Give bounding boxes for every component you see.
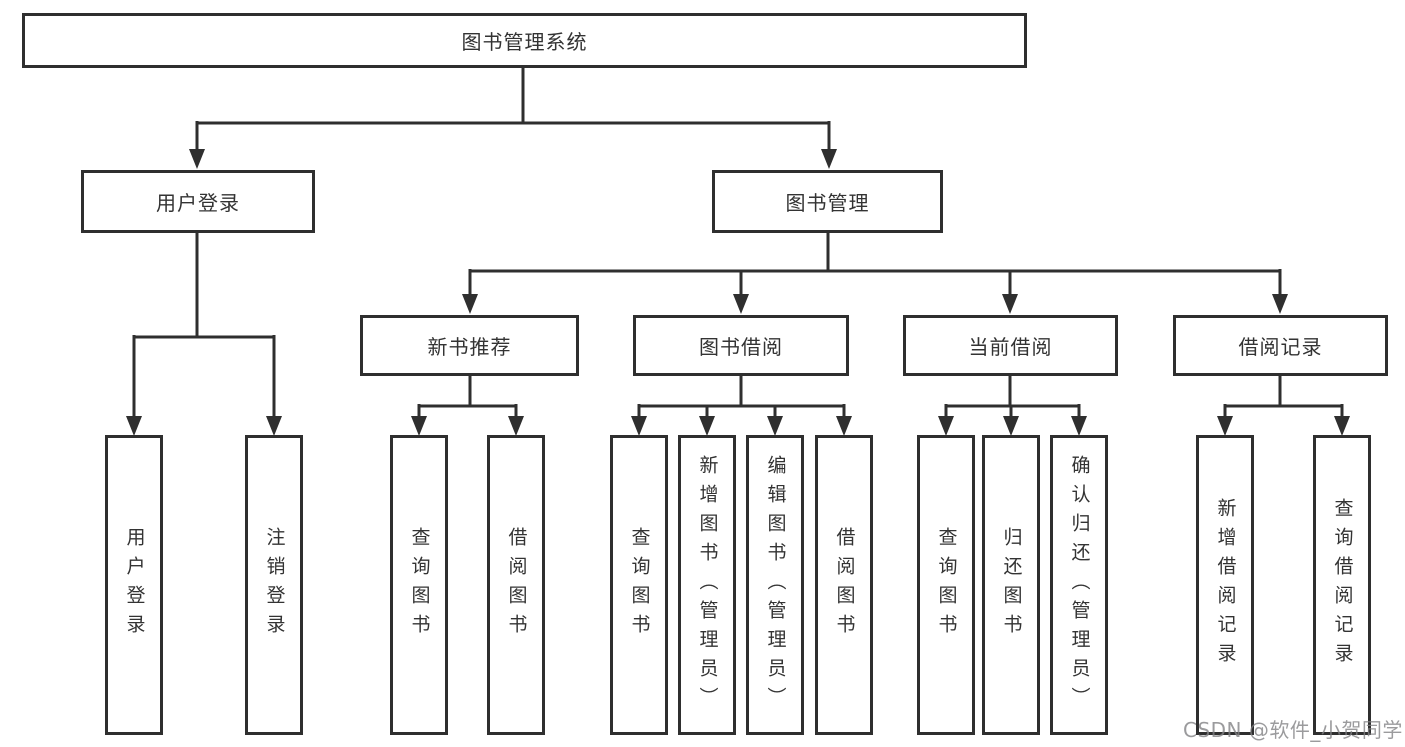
leaf-user-login: 用户登录	[105, 435, 163, 735]
node-borrow-records-label: 借阅记录	[1238, 335, 1323, 359]
node-user-login-label: 用户登录	[156, 191, 240, 215]
node-user-login: 用户登录	[81, 170, 315, 233]
leaf-query-books-current: 查询图书	[917, 435, 975, 735]
leaf-query-borrow-record: 查询借阅记录	[1313, 435, 1371, 735]
node-book-borrow-label: 图书借阅	[699, 335, 783, 359]
leaf-confirm-return-admin: 确认归还（管理员）	[1050, 435, 1108, 735]
leaf-query-books-borrow: 查询图书	[610, 435, 668, 735]
leaf-query-books-recommend: 查询图书	[390, 435, 448, 735]
node-current-borrow: 当前借阅	[903, 315, 1118, 376]
leaf-return-book: 归还图书	[982, 435, 1040, 735]
csdn-watermark: CSDN @软件_小贺同学	[1183, 718, 1403, 742]
node-new-book-recommend: 新书推荐	[360, 315, 579, 376]
leaf-add-borrow-record: 新增借阅记录	[1196, 435, 1254, 735]
leaf-logout: 注销登录	[245, 435, 303, 735]
node-borrow-records: 借阅记录	[1173, 315, 1388, 376]
arrow-head-icons	[126, 149, 1350, 436]
node-book-borrow: 图书借阅	[633, 315, 849, 376]
leaf-add-book-admin: 新增图书（管理员）	[678, 435, 736, 735]
node-root-system: 图书管理系统	[22, 13, 1027, 68]
node-root-label: 图书管理系统	[461, 30, 588, 54]
node-current-borrow-label: 当前借阅	[968, 335, 1053, 359]
leaf-borrow-books: 借阅图书	[815, 435, 873, 735]
node-book-management-label: 图书管理	[785, 191, 870, 215]
leaf-borrow-books-recommend: 借阅图书	[487, 435, 545, 735]
node-book-management: 图书管理	[712, 170, 943, 233]
leaf-edit-book-admin: 编辑图书（管理员）	[746, 435, 804, 735]
node-new-book-recommend-label: 新书推荐	[427, 335, 512, 359]
